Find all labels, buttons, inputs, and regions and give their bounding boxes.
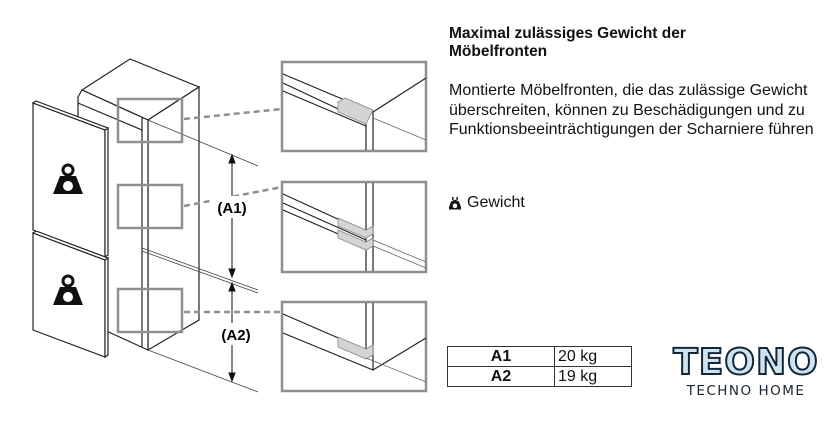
dimension-label-a2: (A2): [221, 327, 250, 344]
table-row: A1 20 kg: [447, 346, 632, 367]
weight-icon: [449, 196, 461, 210]
table-row: A2 19 kg: [447, 366, 632, 387]
weights-table: A1 20 kg A2 19 kg: [447, 346, 632, 387]
table-key: A1: [447, 346, 555, 367]
extension-lines: [141, 119, 259, 393]
legend: Gewicht: [449, 194, 525, 212]
fridge-installation-diagram: (A1) (A2): [31, 58, 428, 393]
dimension-arrows: [210, 153, 254, 383]
brand-logo: TEONO TECHNO HOME: [662, 342, 830, 400]
detail-bottom-hinge: [280, 300, 428, 393]
detail-top-hinge: [280, 60, 428, 153]
detail-markers: [116, 97, 283, 334]
section-heading: Maximal zulässiges Gewicht der Möbelfron…: [449, 25, 686, 60]
logo-wordmark: TEONO: [672, 342, 819, 383]
legend-label: Gewicht: [467, 194, 525, 211]
detail-middle-hinge: [280, 180, 428, 274]
table-value: 20 kg: [554, 346, 632, 367]
table-value: 19 kg: [554, 366, 632, 387]
logo-tagline: TECHNO HOME: [686, 383, 806, 399]
dimension-label-a1: (A1): [217, 200, 246, 217]
warning-description: Montierte Möbelfronten, die das zulässig…: [449, 82, 814, 138]
table-key: A2: [447, 366, 555, 387]
